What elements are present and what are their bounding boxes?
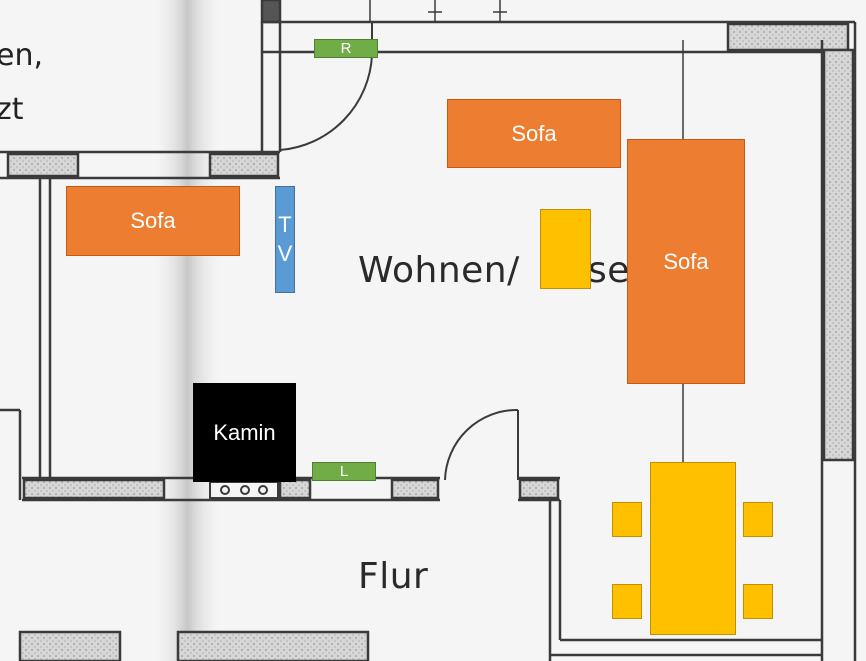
sofa-left: Sofa — [66, 186, 240, 256]
scanned-text-top-left-2: zt — [0, 92, 24, 127]
speaker-r: R — [314, 39, 378, 58]
dining-chair — [612, 584, 642, 619]
room-label-wohnen: Wohnen/ — [358, 250, 520, 291]
scanned-text-top-left-1: en, — [0, 38, 44, 73]
kamin: Kamin — [193, 383, 296, 482]
scan-fold-shadow — [150, 0, 225, 661]
room-label-flur: Flur — [358, 556, 429, 597]
speaker-l: L — [312, 462, 376, 481]
coffee-table — [540, 209, 591, 289]
tv: T V — [275, 186, 295, 293]
dining-chair — [743, 584, 773, 619]
dining-table — [650, 462, 736, 635]
sofa-right-vertical: Sofa — [627, 139, 745, 384]
dining-chair — [612, 502, 642, 537]
sofa-top-right: Sofa — [447, 99, 621, 168]
fireplace-base — [209, 481, 279, 499]
room-label-wohnen-suffix: se — [588, 250, 630, 291]
dining-chair — [743, 502, 773, 537]
